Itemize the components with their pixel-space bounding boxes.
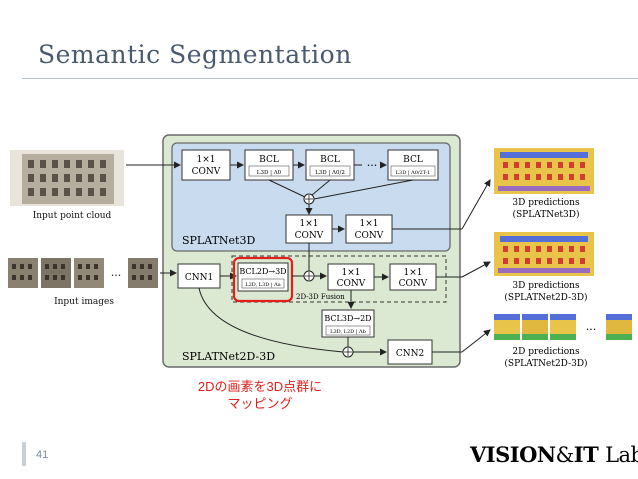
page-number-bar xyxy=(22,442,26,466)
pred2-line1: 3D predictions xyxy=(512,281,580,291)
conv-block-1 xyxy=(181,149,231,181)
diagram-text: 1×1 xyxy=(197,155,216,165)
diagram-text: L3D | Λ0/2 xyxy=(315,170,345,176)
conv-block-3 xyxy=(345,214,393,244)
lab-logo: VISION&IT Lab xyxy=(470,442,638,467)
cnn2-block xyxy=(387,339,433,365)
diagram-text: BCL xyxy=(320,155,340,165)
splatnet2d3d-label: SPLATNet2D-3D xyxy=(182,350,275,363)
diagram-text: L2D, L3D | Λa xyxy=(245,282,280,288)
diagram-text: CONV xyxy=(192,167,221,177)
diagram-text: BCL2D→3D xyxy=(239,267,286,276)
diagram-text: CONV xyxy=(337,279,366,289)
diagram-text: 1×1 xyxy=(360,219,379,229)
slide-title: Semantic Segmentation xyxy=(38,40,352,69)
highlight-box xyxy=(232,256,294,303)
diagram-text: CONV xyxy=(399,279,428,289)
caption-line-1: 2Dの画素を3D点群に xyxy=(197,379,323,394)
page-number: 41 xyxy=(36,449,49,461)
input-point-cloud-image xyxy=(10,150,124,206)
diagram-text: L3D, L2D | Λb xyxy=(330,329,366,335)
pred1-line1: 3D predictions xyxy=(512,198,580,208)
diagram-text: L3D | Λ0 xyxy=(257,170,282,176)
conv-block-4 xyxy=(327,263,375,291)
pred3-ellipsis: ... xyxy=(586,320,597,333)
pred1-line2: (SPLATNet3D) xyxy=(513,209,580,220)
caption-line-2: マッピング xyxy=(227,396,293,411)
cnn1-block xyxy=(177,263,221,289)
diagram-text: BCL xyxy=(259,155,279,165)
diagram-text: BCL3D→2D xyxy=(324,314,371,323)
logo-main: VISION xyxy=(470,442,556,467)
bcl-ellipsis: ... xyxy=(367,156,378,169)
input-images-label: Input images xyxy=(54,297,114,307)
diagram-text: CONV xyxy=(295,231,324,241)
title-divider xyxy=(22,78,638,79)
images-ellipsis: ... xyxy=(111,266,122,279)
logo-lab: Lab xyxy=(605,443,638,467)
pred-image-3 xyxy=(494,314,632,340)
pred2-line2: (SPLATNet2D-3D) xyxy=(504,292,587,303)
fusion-region xyxy=(231,255,447,303)
diagram-text: 1×1 xyxy=(300,219,319,229)
conv-block-2 xyxy=(285,214,333,244)
pred-image-1 xyxy=(494,148,594,194)
diagram-text: CNN2 xyxy=(396,349,424,359)
input-point-cloud-label: Input point cloud xyxy=(33,211,112,221)
diagram-text: L3D | Λ0/2T-1 xyxy=(396,170,431,176)
diagram-text: CNN1 xyxy=(185,273,213,283)
pred-image-2 xyxy=(494,232,594,276)
input-images-strip xyxy=(8,258,158,288)
logo-it: IT xyxy=(573,442,599,467)
splatnet3d-label: SPLATNet3D xyxy=(182,234,255,247)
diagram-text: 1×1 xyxy=(342,268,361,278)
diagram-text: CONV xyxy=(355,231,384,241)
diagram-text: BCL xyxy=(403,155,423,165)
conv-block-5 xyxy=(389,263,437,291)
diagram-text: 1×1 xyxy=(404,268,423,278)
fusion-label: 2D-3D Fusion xyxy=(296,293,345,301)
pred3-line2: (SPLATNet2D-3D) xyxy=(504,358,587,369)
logo-amp: & xyxy=(555,443,575,467)
pred3-line1: 2D predictions xyxy=(512,347,580,357)
